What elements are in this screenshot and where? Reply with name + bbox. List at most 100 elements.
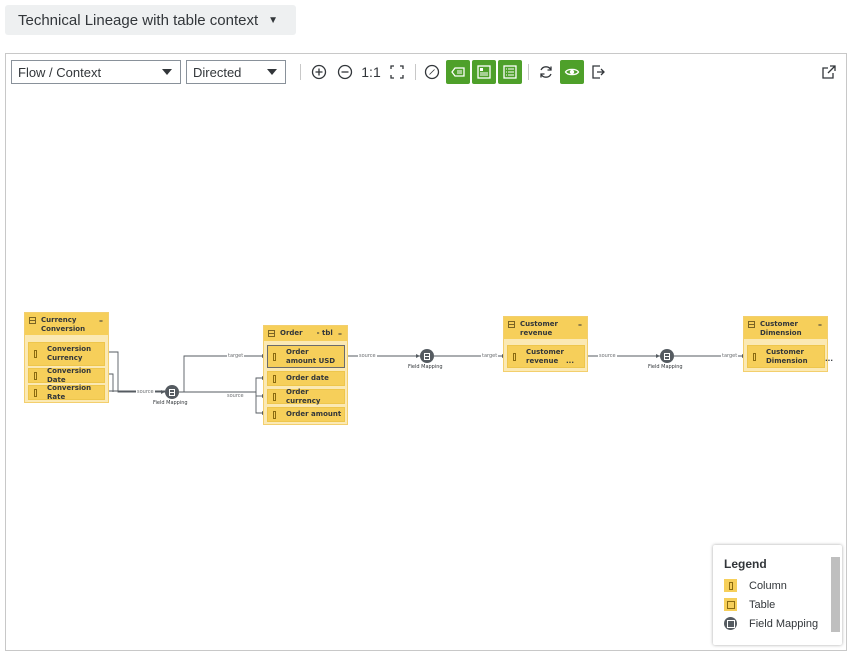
zoom-out-button[interactable] — [333, 60, 357, 84]
details-toggle-icon — [477, 65, 491, 79]
refresh-icon — [540, 66, 552, 78]
toolbar-divider — [415, 64, 416, 80]
edge-label-target: target — [721, 353, 739, 359]
lineage-title-dropdown[interactable]: Technical Lineage with table context ▼ — [5, 5, 296, 35]
table-node-suffix: - tbl — [316, 329, 333, 337]
column-item[interactable]: Order amount — [267, 407, 345, 422]
compass-button[interactable] — [420, 60, 444, 84]
column-item[interactable]: Customer revenue ... — [507, 345, 585, 368]
table-node-header[interactable]: Customer revenue – — [504, 317, 587, 339]
collapse-button[interactable]: – — [818, 320, 822, 329]
column-label: Order date — [286, 374, 329, 382]
fit-screen-button[interactable] — [385, 60, 409, 84]
chevron-down-icon — [267, 69, 277, 75]
field-mapping-label: Field Mapping — [648, 364, 683, 370]
collapse-button[interactable]: – — [338, 329, 342, 338]
open-external-button[interactable] — [817, 60, 841, 84]
toolbar-divider — [300, 64, 301, 80]
zoom-in-icon — [311, 64, 327, 80]
column-label: Customer Dimension — [766, 347, 808, 365]
table-icon — [748, 321, 755, 328]
legend-item: Column — [724, 579, 787, 592]
label-toggle-button[interactable] — [446, 60, 470, 84]
table-node-header[interactable]: Customer Dimension – — [744, 317, 827, 339]
edge-label-target: target — [481, 353, 499, 359]
zoom-out-icon — [337, 64, 353, 80]
field-mapping-node[interactable] — [165, 385, 179, 399]
table-node-title: Order — [280, 329, 303, 337]
visibility-toggle-button[interactable] — [560, 60, 584, 84]
column-label: Order currency — [286, 387, 321, 405]
fit-screen-icon — [390, 65, 404, 79]
table-node-order[interactable]: Order - tbl – Order amount USD Order dat… — [263, 325, 348, 425]
edge-fm1-to-order-usd — [179, 355, 266, 393]
direction-select-value: Directed — [193, 64, 242, 80]
view-select-value: Flow / Context — [18, 64, 102, 80]
zoom-reset-label: 1:1 — [361, 64, 381, 80]
column-item[interactable]: Conversion Rate — [28, 383, 105, 401]
column-label: Conversion Rate — [47, 383, 92, 401]
edge-currency-to-fm1 — [106, 351, 165, 393]
column-icon — [34, 371, 37, 380]
lineage-title-label: Technical Lineage with table context — [18, 11, 259, 29]
legend-item: Table — [724, 598, 775, 611]
column-icon — [273, 410, 276, 419]
field-mapping-icon — [169, 388, 175, 396]
column-label: Order amount USD — [286, 347, 336, 365]
column-label: Order amount — [286, 410, 342, 418]
legend-scrollbar[interactable] — [831, 557, 840, 632]
table-icon — [268, 330, 275, 337]
column-icon — [724, 579, 737, 592]
refresh-button[interactable] — [534, 60, 558, 84]
table-node-customer-revenue[interactable]: Customer revenue – Customer revenue ... — [503, 316, 588, 372]
export-button[interactable] — [586, 60, 610, 84]
column-label: Conversion Date — [47, 366, 92, 384]
column-icon — [34, 388, 37, 397]
column-item[interactable]: Conversion Currency — [28, 342, 105, 366]
view-select[interactable]: Flow / Context — [11, 60, 181, 84]
zoom-reset-button[interactable]: 1:1 — [359, 60, 383, 84]
table-node-header[interactable]: Order - tbl – — [264, 326, 347, 341]
field-mapping-label: Field Mapping — [153, 400, 188, 406]
compass-icon — [424, 64, 440, 80]
table-node-currency-conversion[interactable]: Currency Conversion – Conversion Currenc… — [24, 312, 109, 403]
details-toggle-button[interactable] — [472, 60, 496, 84]
collapse-button[interactable]: – — [99, 316, 103, 325]
legend-title: Legend — [724, 557, 767, 571]
collapse-button[interactable]: – — [578, 320, 582, 329]
legend-panel: Legend Column Table Field Mapping — [713, 545, 842, 645]
edge-label-source: source — [358, 353, 377, 359]
field-mapping-node[interactable] — [420, 349, 434, 363]
edge-label-target: target — [227, 353, 245, 359]
column-label: Conversion Currency — [47, 345, 92, 362]
column-item[interactable]: Order date — [267, 371, 345, 386]
direction-select[interactable]: Directed — [186, 60, 286, 84]
open-external-icon — [822, 65, 836, 79]
column-item[interactable]: Order currency — [267, 387, 345, 405]
edge-label-source: source — [226, 393, 245, 399]
table-node-title: Currency Conversion — [41, 316, 86, 333]
legend-item-label: Table — [749, 598, 776, 611]
list-toggle-button[interactable] — [498, 60, 522, 84]
label-toggle-icon — [451, 67, 465, 77]
caret-down-icon: ▼ — [268, 14, 279, 26]
table-node-header[interactable]: Currency Conversion – — [25, 313, 108, 335]
export-icon — [592, 65, 605, 79]
field-mapping-node[interactable] — [660, 349, 674, 363]
column-icon — [273, 352, 276, 361]
list-toggle-icon — [503, 65, 517, 79]
column-icon — [513, 352, 516, 361]
column-item-selected[interactable]: Order amount USD — [267, 345, 345, 368]
legend-item-label: Column — [749, 579, 787, 592]
column-icon — [753, 352, 756, 361]
zoom-in-button[interactable] — [307, 60, 331, 84]
legend-item-label: Field Mapping — [749, 617, 819, 630]
column-item[interactable]: Conversion Date — [28, 366, 105, 384]
more-indicator: ... — [566, 357, 574, 365]
visibility-icon — [564, 68, 580, 76]
chevron-down-icon — [162, 69, 172, 75]
field-mapping-icon — [724, 617, 737, 630]
table-node-customer-dimension[interactable]: Customer Dimension – Customer Dimension … — [743, 316, 833, 372]
column-item[interactable]: Customer Dimension — [747, 345, 825, 368]
column-icon — [273, 374, 276, 383]
